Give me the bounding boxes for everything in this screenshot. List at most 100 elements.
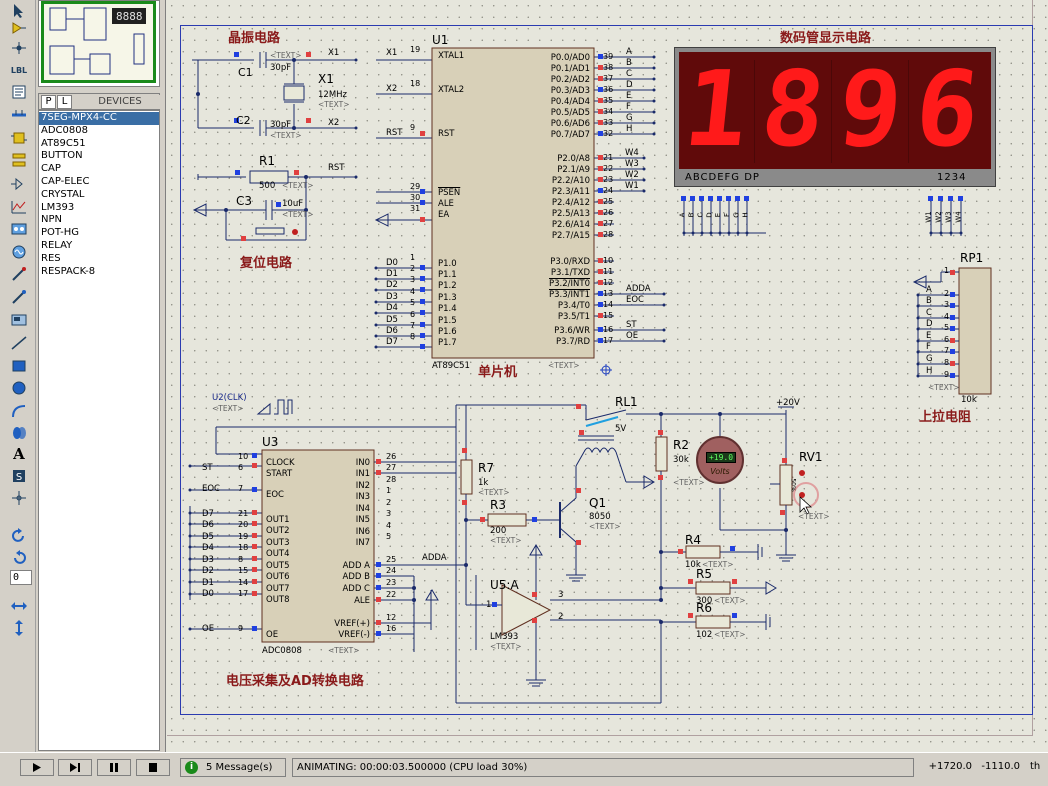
terminals-icon[interactable] [8,150,30,169]
rotate-cw-icon[interactable] [8,526,30,545]
subcircuit-icon[interactable] [8,128,30,147]
u1-p1-net-label: D5 [386,315,398,325]
rp1-net-label: H [926,366,933,376]
stop-button[interactable] [136,759,170,776]
seven-segment-display[interactable]: 1 8 9 6 ABCDEFG DP 1234 [674,47,996,187]
overview-preview[interactable]: 8888 [38,0,160,87]
u5-pin1: 1 [486,600,492,610]
arc-tool-icon[interactable] [8,401,30,420]
rotation-angle-input[interactable] [10,570,32,585]
q1-ref: Q1 [589,496,607,510]
u3-pin-number: 8 [238,555,244,564]
rp1-ref: RP1 [960,251,984,265]
u3-pin-number: 21 [238,509,249,518]
line-tool-icon[interactable] [8,333,30,352]
u1-pin-name: P3.1/TXD [550,268,590,278]
tape-recorder-icon[interactable] [8,219,30,238]
clock-ref: U2(CLK) [212,393,247,403]
device-list-item[interactable]: AT89C51 [41,137,86,149]
mirror-horizontal-icon[interactable] [8,596,30,615]
preview-sheet-outline: 8888 [41,1,156,83]
display-circuit-label: 数码管显示电路 [780,31,872,46]
r5-text-placeholder: <TEXT> [714,596,746,605]
u3-pin-name: CLOCK [266,458,295,468]
generator-icon[interactable] [8,242,30,261]
device-list-item[interactable]: CAP-ELEC [41,175,90,187]
device-list-item[interactable]: LM393 [41,201,75,213]
pause-button[interactable] [97,759,131,776]
u1-net-label: W3 [625,159,639,169]
wire-label-icon[interactable]: LBL [10,66,28,75]
device-list-item[interactable]: RELAY [41,239,73,251]
u1-p1-net-label: D6 [386,326,398,336]
mirror-vertical-icon[interactable] [8,618,30,637]
u1-net-label: ADDA [626,284,651,294]
device-list-item[interactable]: ADC0808 [41,124,88,136]
pick-device-button[interactable]: P [41,95,56,109]
net-adda-adc: ADDA [422,553,447,563]
graph-icon[interactable] [8,197,30,216]
u3-pin-number: 9 [238,624,244,633]
rp1-net-label: C [926,308,932,318]
display-segment-pin-label: H [741,212,750,218]
u3-pin-number: 23 [386,578,397,587]
net-x1-left: X1 [328,48,340,58]
u3-net-label: D4 [202,543,214,553]
text-tool-icon[interactable]: A [13,444,25,463]
u3-pin-number: 16 [386,624,397,633]
u1-pin-name: P1.5 [438,316,457,326]
path-tool-icon[interactable] [8,423,30,442]
device-list-item[interactable]: RESPACK-8 [41,265,96,277]
play-button[interactable] [20,759,54,776]
step-button[interactable] [58,759,92,776]
dc-voltmeter[interactable]: +19.0 Volts [696,436,744,484]
voltage-probe-icon[interactable] [8,264,30,283]
u1-pin-name: XTAL1 [438,51,465,61]
u1-pin-number: 33 [603,118,614,127]
u1-pin-name: P0.7/AD7 [550,130,590,140]
box-tool-icon[interactable] [8,356,30,375]
u1-pin-number: 5 [410,298,416,307]
c3-text-placeholder: <TEXT> [282,210,314,219]
rv1-value: 50% [789,478,797,492]
u1-pin-name: P2.6/A14 [551,220,590,230]
u3-pin-name: IN1 [355,469,370,479]
junction-dot-icon[interactable] [8,38,30,57]
sheet-border [180,25,1033,715]
device-list-item[interactable]: BUTTON [41,150,83,162]
u1-net-label: W2 [625,170,639,180]
pullup-resistor-label: 上拉电阻 [919,410,972,425]
u3-pin-number: 24 [386,566,397,575]
virtual-instruments-icon[interactable] [8,310,30,329]
device-pins-icon[interactable] [8,174,30,193]
component-mode-icon[interactable] [8,18,30,37]
u1-pin-number: 25 [603,197,614,206]
symbol-tool-icon[interactable]: S [8,466,30,485]
circle-tool-icon[interactable] [8,378,30,397]
device-list-item[interactable]: NPN [41,214,62,226]
r3-text-placeholder: <TEXT> [490,536,522,545]
cursor-x-coordinate: +1720.0 [928,761,972,772]
marker-tool-icon[interactable] [8,488,30,507]
current-probe-icon[interactable] [8,287,30,306]
digit-2: 8 [756,48,832,170]
device-list-item[interactable]: 7SEG-MPX4-CC [39,112,159,125]
device-list-item[interactable]: CAP [41,163,61,175]
c1-text-placeholder: <TEXT> [270,51,302,60]
device-list-item[interactable]: CRYSTAL [41,188,85,200]
r1-value: 500 [259,181,276,191]
u3-pin-name: IN4 [355,504,370,514]
r6-text-placeholder: <TEXT> [714,630,746,639]
message-log-button[interactable]: i 5 Message(s) [180,758,286,777]
device-list-item[interactable]: RES [41,252,61,264]
r3-value: 200 [490,526,507,536]
text-script-icon[interactable] [8,82,30,101]
digit-pin-legend: 1234 [937,172,967,183]
bus-icon[interactable] [8,105,30,124]
rotate-ccw-icon[interactable] [8,548,30,567]
selection-mode-icon[interactable] [8,1,30,20]
device-list-item[interactable]: POT-HG [41,227,79,239]
library-manager-button[interactable]: L [57,95,72,109]
schematic-canvas[interactable]: 晶振电路 复位电路 单片机 数码管显示电路 上拉电阻 电压采集及AD转换电路 C… [165,0,1048,752]
